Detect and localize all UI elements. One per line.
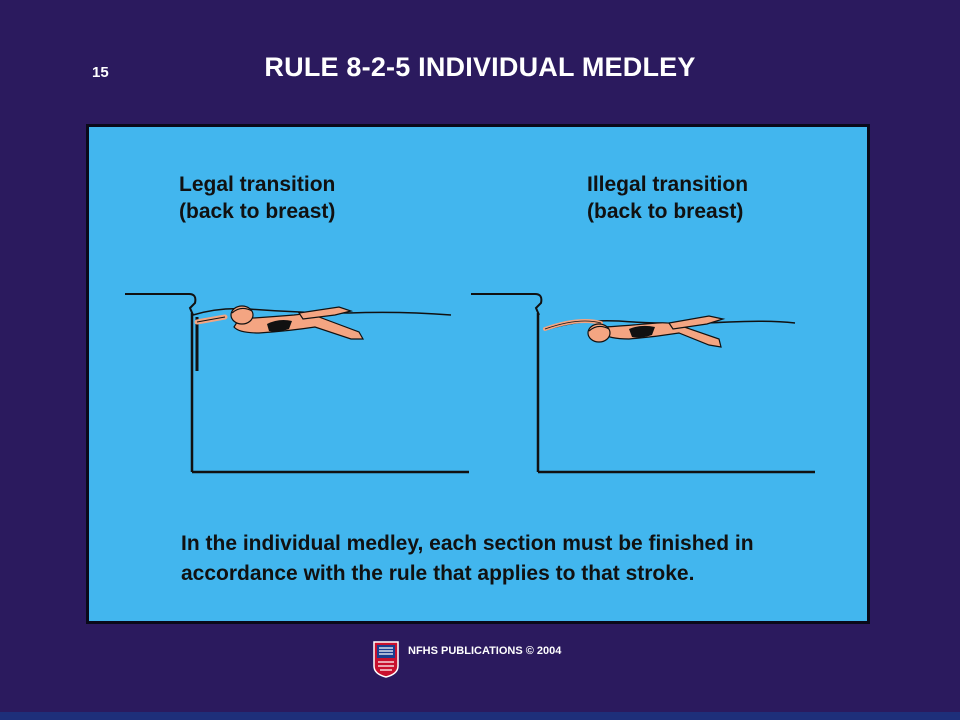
pool-diagram xyxy=(125,293,815,474)
legal-swimmer xyxy=(194,305,365,340)
rule-explanation-text: In the individual medley, each section m… xyxy=(181,532,754,585)
slide-title: RULE 8-2-5 INDIVIDUAL MEDLEY xyxy=(264,52,696,82)
nfhs-logo-icon xyxy=(373,641,399,678)
illegal-swimmer xyxy=(543,315,726,348)
legal-transition-caption: Legal transition (back to breast) xyxy=(179,173,336,223)
illustration-panel: Legal transition (back to breast) Illega… xyxy=(86,124,870,624)
publisher-credit: NFHS PUBLICATIONS © 2004 xyxy=(408,645,562,657)
footer: NFHS PUBLICATIONS © 2004 xyxy=(372,640,561,680)
illegal-transition-caption: Illegal transition (back to breast) xyxy=(587,173,749,223)
bottom-bar xyxy=(0,712,960,720)
slide-number: 15 xyxy=(92,64,109,81)
illegal-pool-wall xyxy=(471,293,815,474)
